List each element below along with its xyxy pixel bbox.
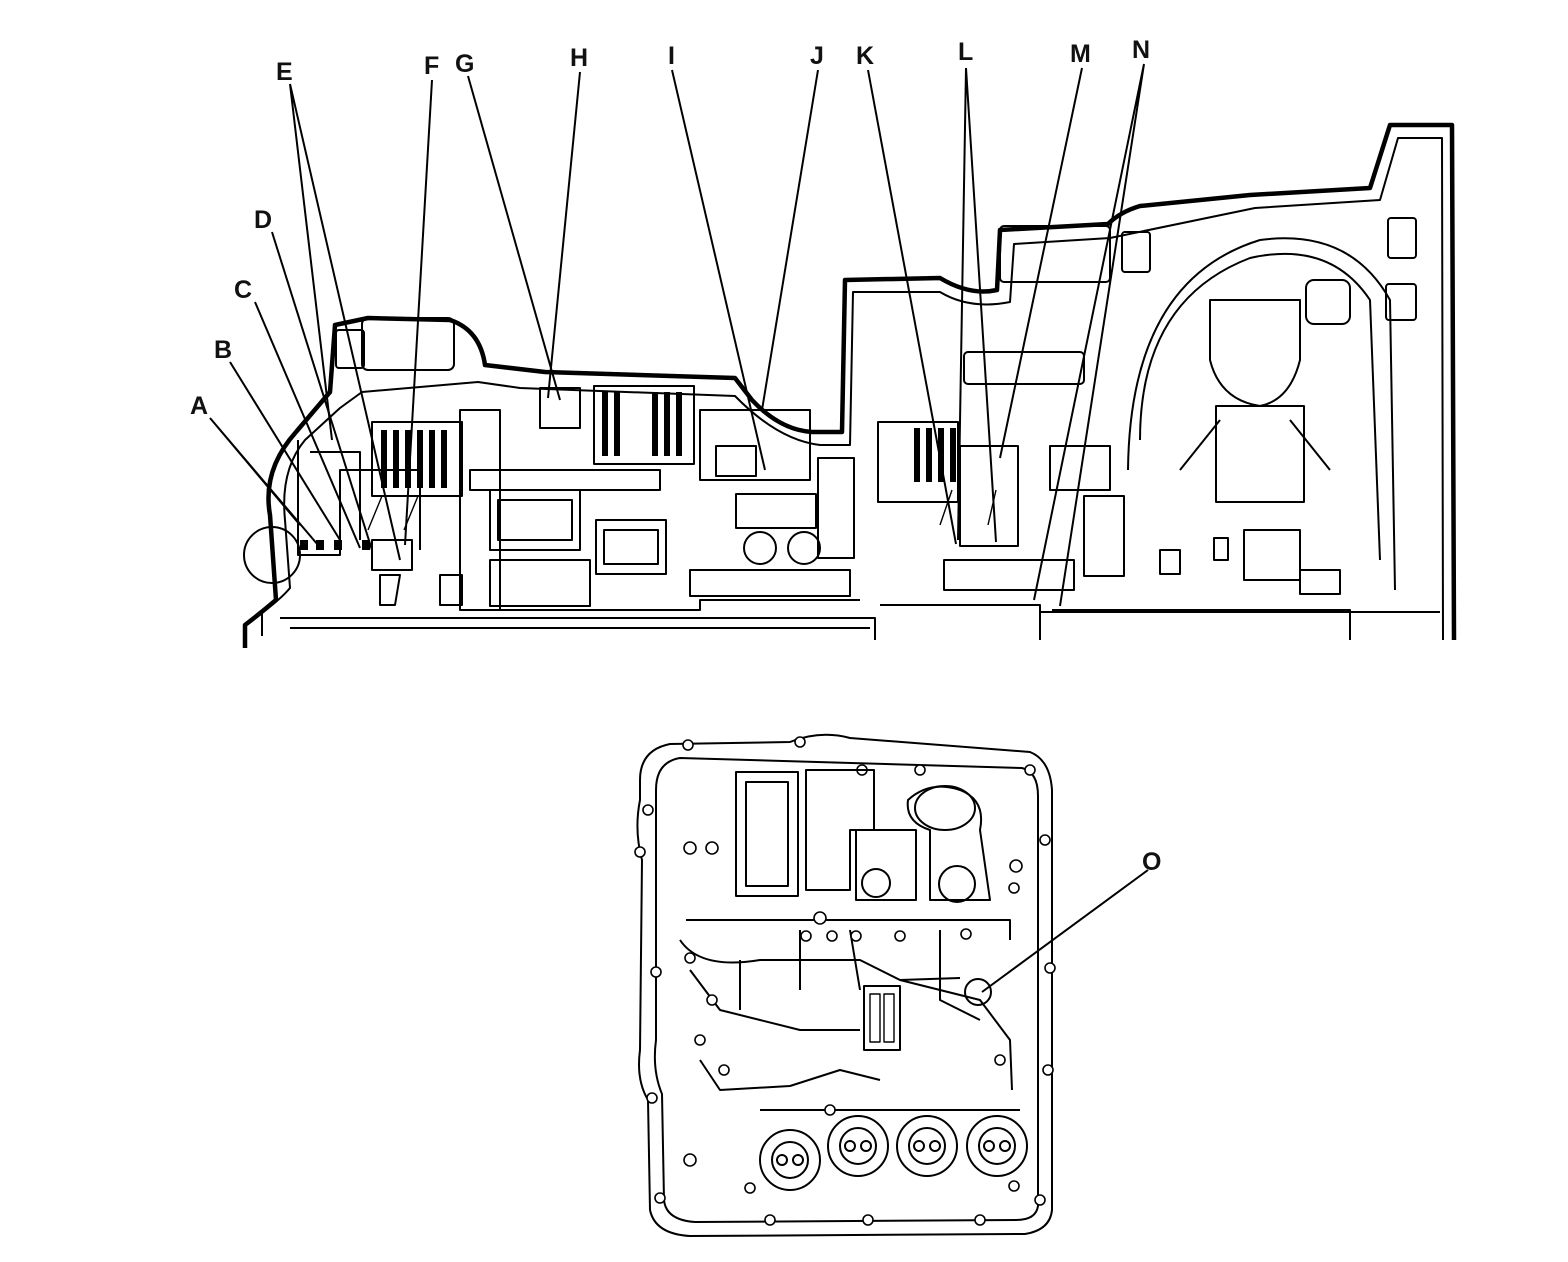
callout-k: K <box>856 42 874 70</box>
leader-c <box>254 301 361 549</box>
leader-d <box>271 231 373 551</box>
leader-n <box>1033 63 1145 607</box>
callout-labels-upper: A B C D E F G H I J K L M N <box>190 36 1150 420</box>
callout-j: J <box>810 42 824 70</box>
leader-l <box>957 67 997 543</box>
callout-a: A <box>190 392 208 420</box>
leader-e <box>289 83 401 561</box>
callout-leaders-upper <box>209 63 1145 607</box>
accumulator-piston-1 <box>759 1129 821 1191</box>
leader-i <box>671 69 766 471</box>
callout-e: E <box>276 58 293 86</box>
leader-m <box>999 67 1083 459</box>
leader-g <box>467 75 561 401</box>
valve-body-plate <box>634 733 1056 1237</box>
leader-a <box>209 417 319 546</box>
callout-n: N <box>1132 36 1150 64</box>
leader-j <box>761 69 819 411</box>
leader-b <box>229 361 341 541</box>
accumulator-piston-4 <box>966 1115 1028 1177</box>
leader-k <box>867 69 957 545</box>
callout-f: F <box>424 52 439 80</box>
accumulator-piston-3 <box>896 1115 958 1177</box>
callout-m: M <box>1070 40 1091 68</box>
leader-h <box>547 71 581 399</box>
leader-o <box>981 869 1149 993</box>
callout-h: H <box>570 44 588 72</box>
callout-o: O <box>1142 848 1161 876</box>
callout-c: C <box>234 276 252 304</box>
callout-b: B <box>214 336 232 364</box>
callout-g: G <box>455 50 474 78</box>
callout-i: I <box>668 42 675 70</box>
accumulator-piston-2 <box>827 1115 889 1177</box>
leader-f <box>404 79 433 546</box>
callout-d: D <box>254 206 272 234</box>
callout-l: L <box>958 38 973 66</box>
transmission-cross-section <box>242 122 1457 648</box>
